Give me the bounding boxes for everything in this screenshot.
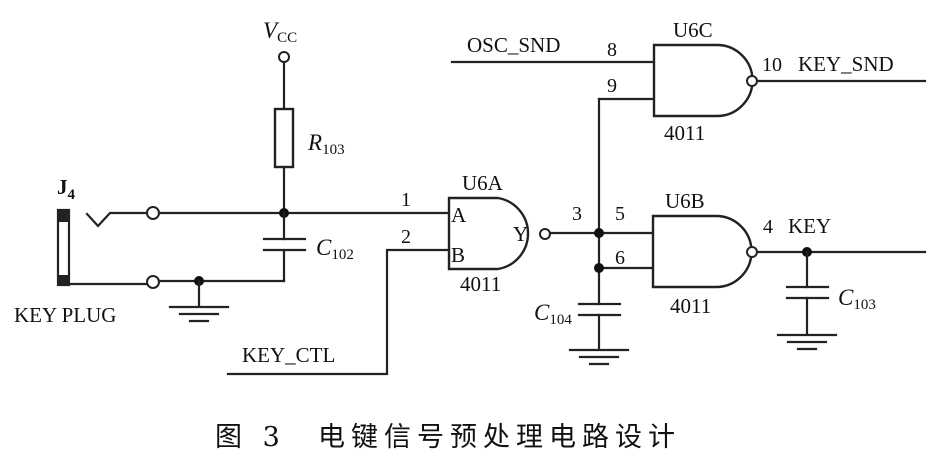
key-ctl-net-label: KEY_CTL	[242, 343, 335, 367]
figure-number: 图 3	[215, 422, 286, 453]
osc-snd-net-label: OSC_SND	[467, 33, 560, 57]
u6b-part-number: 4011	[670, 294, 711, 318]
c103-label: C103	[838, 285, 876, 313]
r103-label: R103	[307, 130, 345, 158]
u6b-pin6-number: 6	[615, 247, 625, 269]
u6b-pin5-number: 5	[615, 203, 625, 225]
j4-label: J4	[57, 175, 76, 203]
u6a-label: U6A	[462, 171, 504, 195]
c102-label: C102	[316, 235, 354, 263]
c104-label: C104	[534, 300, 572, 328]
figure-caption: 电键信号预处理电路设计	[318, 422, 681, 453]
junction-node-6	[594, 263, 604, 273]
wire-key-ctl-to-u6a-b	[226, 248, 454, 376]
u6a-pin3-number: 3	[572, 203, 582, 225]
vcc-terminal	[278, 51, 290, 111]
key-net-label: KEY	[788, 214, 831, 238]
junction-node-3	[594, 228, 604, 238]
u6c-pin10-number: 10	[762, 54, 782, 76]
nand-gate-u6b	[651, 214, 758, 289]
capacitor-c103	[776, 250, 838, 351]
u6b-pin4-number: 4	[763, 216, 773, 238]
u6c-pin8-number: 8	[607, 39, 617, 61]
resistor-r103	[273, 107, 295, 215]
u6a-pin-a-name: A	[451, 203, 467, 227]
u6a-pin-y-name: Y	[513, 222, 528, 246]
key-snd-net-label: KEY_SND	[798, 52, 894, 76]
u6a-pin2-number: 2	[401, 226, 411, 248]
capacitor-c102	[157, 211, 307, 283]
u6a-pin1-number: 1	[401, 189, 411, 211]
key-plug-jack	[56, 206, 160, 289]
nand-gate-u6c	[652, 43, 758, 118]
u6b-label: U6B	[665, 189, 705, 213]
key-plug-label: KEY PLUG	[14, 303, 116, 327]
u6a-part-number: 4011	[460, 272, 501, 296]
capacitor-c104	[568, 302, 630, 366]
u6c-label: U6C	[673, 18, 713, 42]
ground-symbol-jack	[168, 276, 230, 323]
nand-gate-u6a	[447, 196, 551, 271]
vcc-label: VCC	[263, 18, 297, 46]
u6c-pin9-number: 9	[607, 75, 617, 97]
u6c-part-number: 4011	[664, 121, 705, 145]
u6a-pin-b-name: B	[451, 243, 465, 267]
